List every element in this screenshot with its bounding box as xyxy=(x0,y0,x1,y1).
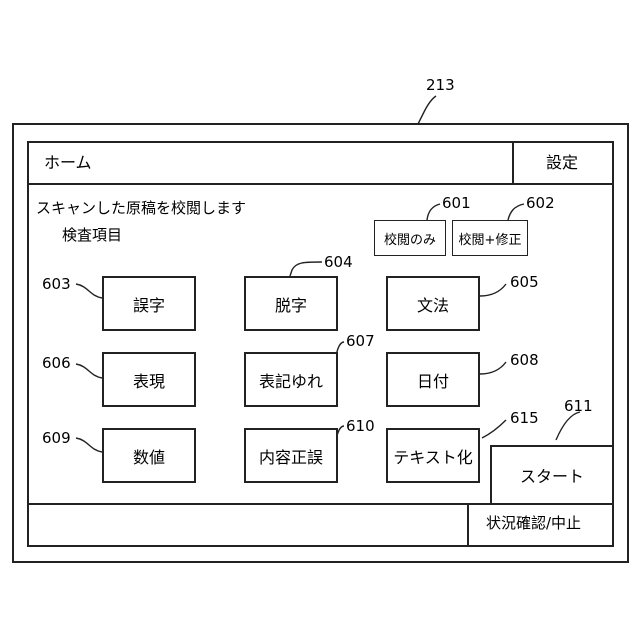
ref-610: 610 xyxy=(346,419,375,434)
ref-604: 604 xyxy=(324,255,353,270)
ref-606: 606 xyxy=(42,356,71,371)
content-label: 内容正誤 xyxy=(259,444,323,468)
expression-button[interactable]: 表現 xyxy=(102,352,196,407)
grammar-button[interactable]: 文法 xyxy=(386,276,480,331)
ref-609: 609 xyxy=(42,431,71,446)
status-divider xyxy=(467,503,469,547)
start-label: スタート xyxy=(520,463,584,487)
home-tab[interactable]: ホーム xyxy=(44,155,92,171)
text-conversion-label: テキスト化 xyxy=(393,444,473,468)
typo-button[interactable]: 誤字 xyxy=(102,276,196,331)
proof-fix-label: 校閲+修正 xyxy=(459,229,522,248)
typo-label: 誤字 xyxy=(133,292,165,316)
ref-615: 615 xyxy=(510,411,539,426)
content-button[interactable]: 内容正誤 xyxy=(244,428,338,483)
settings-button[interactable]: 設定 xyxy=(546,155,578,171)
ref-605: 605 xyxy=(510,275,539,290)
inspection-items-label: 検査項目 xyxy=(62,228,122,243)
omission-label: 脱字 xyxy=(275,292,307,316)
numeric-label: 数値 xyxy=(133,444,165,468)
grammar-label: 文法 xyxy=(417,292,449,316)
ref-608: 608 xyxy=(510,353,539,368)
proof-only-label: 校閲のみ xyxy=(384,229,436,248)
proof-fix-button[interactable]: 校閲+修正 xyxy=(452,220,528,256)
ref-603: 603 xyxy=(42,277,71,292)
instruction-text: スキャンした原稿を校閲します xyxy=(36,201,246,216)
status-cancel-button[interactable]: 状況確認/中止 xyxy=(486,516,581,531)
notation-button[interactable]: 表記ゆれ xyxy=(244,352,338,407)
ref-607: 607 xyxy=(346,334,375,349)
header-bar xyxy=(27,141,614,185)
leader-213 xyxy=(418,96,436,124)
ref-601: 601 xyxy=(442,196,471,211)
proof-only-button[interactable]: 校閲のみ xyxy=(374,220,446,256)
start-button[interactable]: スタート xyxy=(490,445,614,505)
numeric-button[interactable]: 数値 xyxy=(102,428,196,483)
expression-label: 表現 xyxy=(133,368,165,392)
ref-213: 213 xyxy=(426,78,455,93)
ref-611: 611 xyxy=(564,399,593,414)
notation-label: 表記ゆれ xyxy=(259,368,323,392)
date-label: 日付 xyxy=(417,368,449,392)
date-button[interactable]: 日付 xyxy=(386,352,480,407)
text-conversion-button[interactable]: テキスト化 xyxy=(386,428,480,483)
omission-button[interactable]: 脱字 xyxy=(244,276,338,331)
ref-602: 602 xyxy=(526,196,555,211)
settings-divider xyxy=(512,141,514,185)
